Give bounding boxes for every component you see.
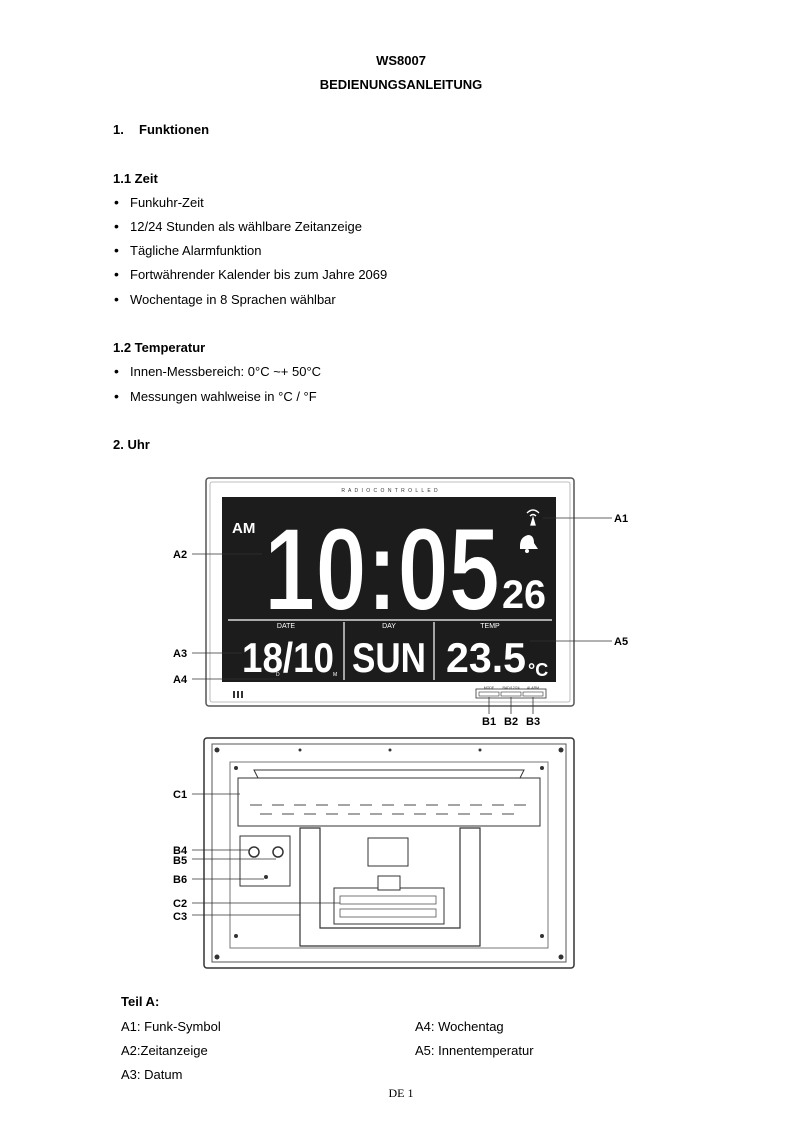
rear-button-down bbox=[272, 846, 284, 858]
temp-label: TEMP bbox=[480, 623, 500, 630]
date-value: 18/10 bbox=[242, 634, 334, 681]
page-number: DE 1 bbox=[388, 1086, 414, 1100]
date-d-marker: D bbox=[276, 672, 280, 678]
alarm-bell-icon bbox=[520, 535, 538, 553]
svg-text:A1: A1 bbox=[614, 513, 628, 525]
radio-controlled-label: R A D I O C O N T R O L L E D bbox=[341, 488, 438, 494]
part-a-item: A5: Innentemperatur bbox=[415, 1043, 534, 1058]
svg-text:B5: B5 bbox=[173, 855, 187, 867]
reset-button bbox=[264, 875, 268, 879]
svg-text:A3: A3 bbox=[173, 648, 187, 660]
svg-text:C1: C1 bbox=[173, 789, 187, 801]
temp-value: 23.5 bbox=[446, 634, 526, 681]
rad-button bbox=[500, 691, 522, 697]
date-label: DATE bbox=[277, 623, 295, 630]
svg-text:C3: C3 bbox=[173, 911, 187, 923]
battery-compartment bbox=[333, 887, 445, 925]
part-a-item: A3: Datum bbox=[121, 1067, 183, 1082]
temp-unit: °C bbox=[528, 660, 548, 680]
section-1-2-title: 1.2 Temperatur bbox=[113, 340, 206, 355]
part-a-item: A1: Funk-Symbol bbox=[121, 1019, 221, 1034]
section-1-1-title: 1.1 Zeit bbox=[113, 171, 158, 186]
svg-text:A4: A4 bbox=[173, 674, 188, 686]
day-label: DAY bbox=[382, 623, 396, 630]
stand bbox=[299, 827, 481, 947]
section-2-title: 2. Uhr bbox=[113, 437, 150, 452]
mode-button bbox=[478, 691, 500, 697]
am-indicator: AM bbox=[232, 520, 255, 537]
clock-display bbox=[222, 497, 556, 682]
svg-text:A5: A5 bbox=[614, 636, 628, 648]
part-a-item: A2:Zeitanzeige bbox=[121, 1043, 208, 1058]
section-1-title: Funktionen bbox=[139, 122, 210, 137]
document-subtitle: BEDIENUNGSANLEITUNG bbox=[319, 77, 483, 92]
svg-text:RAD/12/24: RAD/12/24 bbox=[502, 686, 519, 690]
svg-text:MODE: MODE bbox=[484, 686, 495, 690]
svg-text:B2: B2 bbox=[504, 716, 518, 728]
date-m-marker: M bbox=[333, 672, 337, 678]
day-value: SUN bbox=[352, 634, 426, 681]
time-digits: 10:05 bbox=[264, 504, 500, 636]
speaker-icon bbox=[233, 691, 243, 698]
seconds-digits: 26 bbox=[502, 573, 546, 617]
section-1-number: 1. bbox=[113, 122, 124, 137]
clock-diagram: R A D I O C O N T R O L L E D AM 10:05 2… bbox=[173, 477, 628, 969]
svg-text:B3: B3 bbox=[526, 716, 540, 728]
svg-text:B4: B4 bbox=[173, 845, 188, 857]
svg-text:C2: C2 bbox=[173, 898, 187, 910]
document-title: WS8007 bbox=[376, 53, 426, 68]
part-a-title: Teil A: bbox=[121, 994, 160, 1009]
svg-text:ALARM: ALARM bbox=[527, 686, 539, 690]
svg-text:B1: B1 bbox=[482, 716, 496, 728]
part-a-item: A4: Wochentag bbox=[415, 1019, 504, 1034]
svg-text:B6: B6 bbox=[173, 874, 187, 886]
svg-text:A2: A2 bbox=[173, 549, 187, 561]
radio-signal-icon bbox=[526, 509, 540, 526]
alarm-button bbox=[522, 691, 544, 697]
rear-button-up bbox=[248, 846, 260, 858]
